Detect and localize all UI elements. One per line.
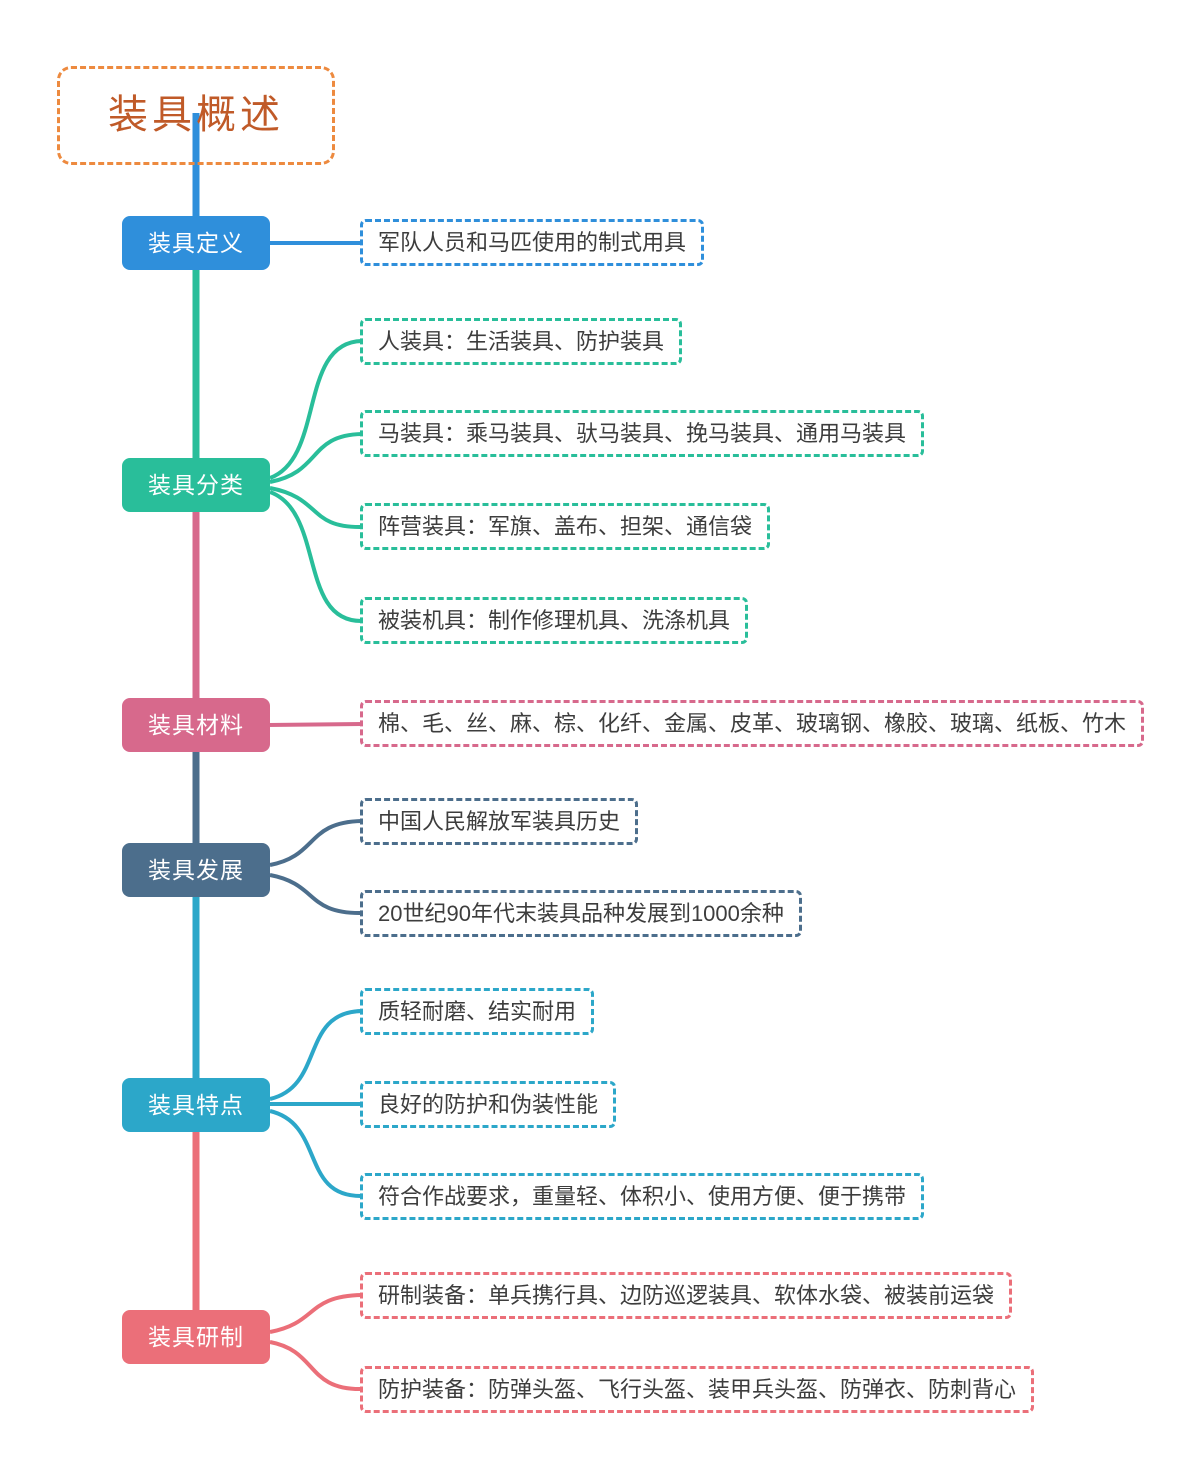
leaf-node[interactable]: 军队人员和马匹使用的制式用具 — [360, 219, 705, 266]
leaf-node[interactable]: 良好的防护和伪装性能 — [360, 1081, 617, 1128]
root-node[interactable]: 装具概述 — [57, 66, 335, 165]
leaf-node[interactable]: 阵营装具：军旗、盖布、担架、通信袋 — [360, 503, 771, 550]
leaf-node[interactable]: 人装具：生活装具、防护装具 — [360, 318, 683, 365]
branch-leaf-connector — [269, 1109, 363, 1199]
leaf-node[interactable]: 符合作战要求，重量轻、体积小、使用方便、便于携带 — [360, 1173, 925, 1220]
leaf-node[interactable]: 棉、毛、丝、麻、棕、化纤、金属、皮革、玻璃钢、橡胶、玻璃、纸板、竹木 — [360, 700, 1145, 747]
branch-node-features[interactable]: 装具特点 — [122, 1078, 270, 1132]
leaf-node[interactable]: 被装机具：制作修理机具、洗涤机具 — [360, 597, 749, 644]
leaf-node[interactable]: 中国人民解放军装具历史 — [360, 798, 639, 845]
branch-leaf-connector — [269, 339, 363, 480]
branch-leaf-connector — [269, 1009, 363, 1101]
leaf-node[interactable]: 研制装备：单兵携行具、边防巡逻装具、软体水袋、被装前运袋 — [360, 1272, 1013, 1319]
leaf-node[interactable]: 马装具：乘马装具、驮马装具、挽马装具、通用马装具 — [360, 410, 925, 457]
branch-leaf-connector — [269, 819, 363, 867]
branch-leaf-connector — [269, 486, 363, 530]
leaf-node[interactable]: 质轻耐磨、结实耐用 — [360, 988, 595, 1035]
branch-leaf-connector — [269, 490, 363, 624]
branch-node-research[interactable]: 装具研制 — [122, 1310, 270, 1364]
branch-leaf-connector — [267, 722, 363, 727]
branch-leaf-connector — [269, 1340, 363, 1392]
branch-leaf-connector — [269, 432, 363, 484]
branch-node-materials[interactable]: 装具材料 — [122, 698, 270, 752]
branch-leaf-connector — [269, 873, 363, 916]
branch-node-definition[interactable]: 装具定义 — [122, 216, 270, 270]
branch-node-classification[interactable]: 装具分类 — [122, 458, 270, 512]
leaf-node[interactable]: 防护装备：防弹头盔、飞行头盔、装甲兵头盔、防弹衣、防刺背心 — [360, 1366, 1035, 1413]
leaf-node[interactable]: 20世纪90年代末装具品种发展到1000余种 — [360, 890, 802, 937]
branch-node-development[interactable]: 装具发展 — [122, 843, 270, 897]
branch-leaf-connector — [269, 1293, 363, 1334]
